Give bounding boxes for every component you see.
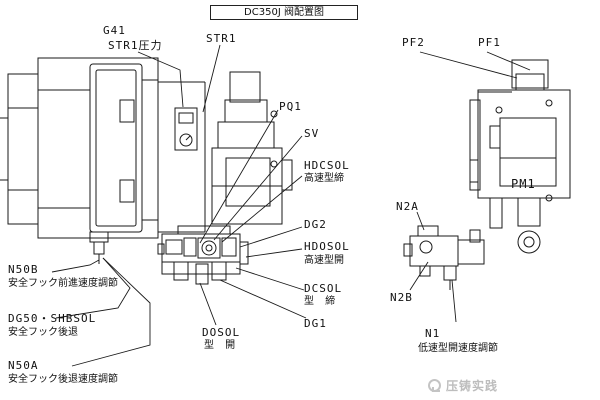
label-pf1: PF1 xyxy=(478,36,501,49)
label-dcsol-desc: 型 締 xyxy=(304,296,340,307)
leader-lines xyxy=(51,44,531,367)
label-n1: N1 xyxy=(425,327,441,340)
label-n50b: N50B xyxy=(8,263,39,276)
label-n1-desc: 低速型開速度調節 xyxy=(418,343,498,354)
diagram-title: DC350J 阀配置图 xyxy=(210,5,358,20)
wechat-logo-icon xyxy=(428,379,441,392)
label-dg50-shbsol: DG50・SHBSOL xyxy=(8,312,97,325)
label-dg2: DG2 xyxy=(304,218,327,231)
label-n50a-desc: 安全フック後退速度調節 xyxy=(8,374,118,385)
label-pm1: PM1 xyxy=(511,177,536,191)
mold-valve-manifold xyxy=(157,225,249,285)
n2-valve-group xyxy=(403,225,485,290)
watermark: 压铸实践 xyxy=(428,377,498,394)
watermark-text: 压铸实践 xyxy=(446,379,499,393)
label-hdcsol: HDCSOL xyxy=(304,159,350,172)
label-n2a: N2A xyxy=(396,200,419,213)
label-n2b: N2B xyxy=(390,291,413,304)
label-dcsol: DCSOL xyxy=(304,282,343,295)
label-hdosol: HDOSOL xyxy=(304,240,350,253)
label-dg50-desc: 安全フック後退 xyxy=(8,327,78,338)
pm1-pump-motor xyxy=(469,59,571,254)
machine-platen xyxy=(0,57,206,239)
label-hdcsol-desc: 高速型締 xyxy=(304,173,344,184)
label-sv: SV xyxy=(304,127,320,140)
label-str1: STR1 xyxy=(206,32,237,45)
label-n50a: N50A xyxy=(8,359,39,372)
label-dosol: DOSOL xyxy=(202,326,241,339)
safety-hook-cylinder xyxy=(89,231,109,264)
g41-pressure-gauge xyxy=(174,107,198,151)
label-dg1: DG1 xyxy=(304,317,327,330)
label-g41: G41 xyxy=(103,24,126,37)
label-dosol-desc: 型 開 xyxy=(204,340,240,351)
sv-valve-body xyxy=(211,71,293,225)
label-pq1: PQ1 xyxy=(279,100,302,113)
label-n50b-desc: 安全フック前進速度調節 xyxy=(8,278,118,289)
label-pf2: PF2 xyxy=(402,36,425,49)
label-str1-pressure: STR1圧力 xyxy=(108,39,163,52)
label-hdosol-desc: 高速型開 xyxy=(304,255,344,266)
